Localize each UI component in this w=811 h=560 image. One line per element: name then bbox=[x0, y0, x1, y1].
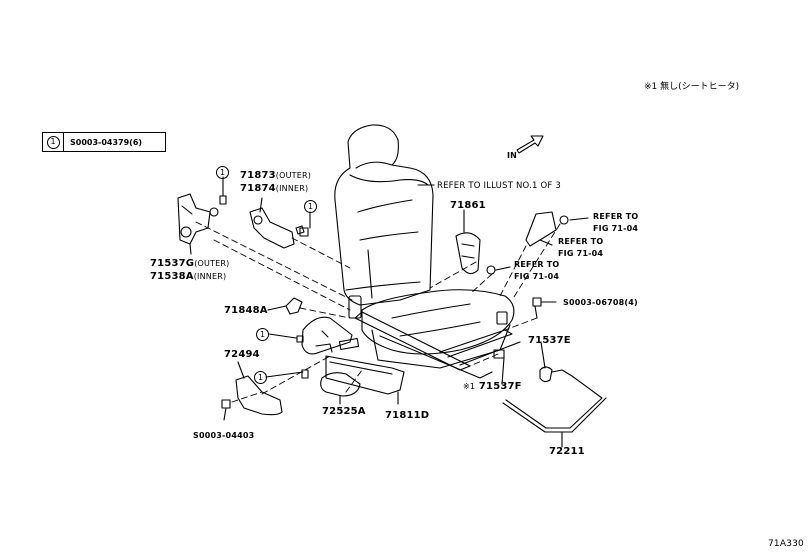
part-71873: 71873 bbox=[240, 170, 276, 181]
part-71874-inner: 71874(INNER) bbox=[240, 183, 308, 195]
bracket-71873 bbox=[249, 207, 305, 249]
part-71538a-sub: (INNER) bbox=[193, 272, 227, 281]
part-71873-sub: (OUTER) bbox=[275, 171, 312, 180]
part-72494: 72494 bbox=[224, 349, 260, 360]
part-71873-outer: 71873(OUTER) bbox=[240, 170, 311, 182]
refer-fig-c-line1: REFER TO bbox=[514, 260, 560, 269]
hook-71537f bbox=[493, 349, 505, 359]
part-71537g: 71537G bbox=[150, 258, 195, 269]
part-71538a-inner: 71538A(INNER) bbox=[150, 271, 226, 283]
circle-marker-icon: 1 bbox=[46, 135, 60, 149]
part-71537g-outer: 71537G(OUTER) bbox=[150, 258, 230, 270]
rail-cover-71811d bbox=[325, 337, 405, 395]
in-label: IN bbox=[507, 151, 518, 160]
refer-fig-b-line2: FIG 71-04 bbox=[558, 249, 604, 258]
hook-71537e bbox=[539, 366, 553, 383]
part-71874-sub: (INNER) bbox=[275, 184, 309, 193]
part-72525a: 72525A bbox=[322, 406, 366, 417]
clip-71848a bbox=[285, 297, 303, 315]
part-72211: 72211 bbox=[549, 446, 585, 457]
bracket-71537g bbox=[177, 193, 219, 245]
in-arrow-icon bbox=[516, 135, 544, 154]
part-71537g-sub: (OUTER) bbox=[194, 259, 230, 268]
part-71538a: 71538A bbox=[150, 271, 194, 282]
legend-part-number: S0003-04379(6) bbox=[70, 137, 143, 147]
legend-box: 1 S0003-04379(6) bbox=[42, 132, 166, 152]
part-s0003-04403: S0003-04403 bbox=[193, 431, 255, 440]
bolt-icons bbox=[219, 195, 542, 409]
lever-72494 bbox=[235, 375, 283, 416]
part-71874: 71874 bbox=[240, 183, 276, 194]
refer-fig-a-line1: REFER TO bbox=[593, 212, 639, 221]
assembly-dashes bbox=[195, 221, 561, 403]
callout-1-icon: 1 bbox=[216, 166, 229, 179]
callout-1-icon: 1 bbox=[304, 200, 317, 213]
part-71861: 71861 bbox=[450, 200, 486, 211]
refer-fig-c-line2: FIG 71-04 bbox=[514, 272, 560, 281]
part-71537e: 71537E bbox=[528, 335, 571, 346]
refer-fig-a-line2: FIG 71-04 bbox=[593, 224, 639, 233]
part-71537f-mark: ※1 bbox=[463, 382, 476, 391]
leader-lines bbox=[189, 176, 589, 448]
part-71811d: 71811D bbox=[385, 410, 430, 421]
diagram-code: 71A330 bbox=[768, 539, 804, 549]
note-no-seat-heater: ※1 無し(シートヒータ) bbox=[644, 82, 740, 92]
callout-1-icon: 1 bbox=[254, 371, 267, 384]
part-s0003-06708: S0003-06708(4) bbox=[563, 298, 638, 307]
seat-back bbox=[334, 124, 434, 306]
part-71848a: 71848A bbox=[224, 305, 268, 316]
wire-72211 bbox=[502, 369, 607, 433]
refer-illust-note: REFER TO ILLUST NO.1 OF 3 bbox=[437, 181, 561, 191]
knob-cover-72525a bbox=[320, 372, 361, 397]
part-71537f: 71537F bbox=[478, 381, 522, 392]
belt-guide-71861 bbox=[455, 232, 481, 275]
legend-marker: 1 bbox=[43, 133, 64, 151]
part-71537f-row: ※1 71537F bbox=[463, 381, 522, 393]
refer-fig-b-line1: REFER TO bbox=[558, 237, 604, 246]
callout-1-icon: 1 bbox=[256, 328, 269, 341]
side-cover-panel bbox=[301, 316, 353, 355]
